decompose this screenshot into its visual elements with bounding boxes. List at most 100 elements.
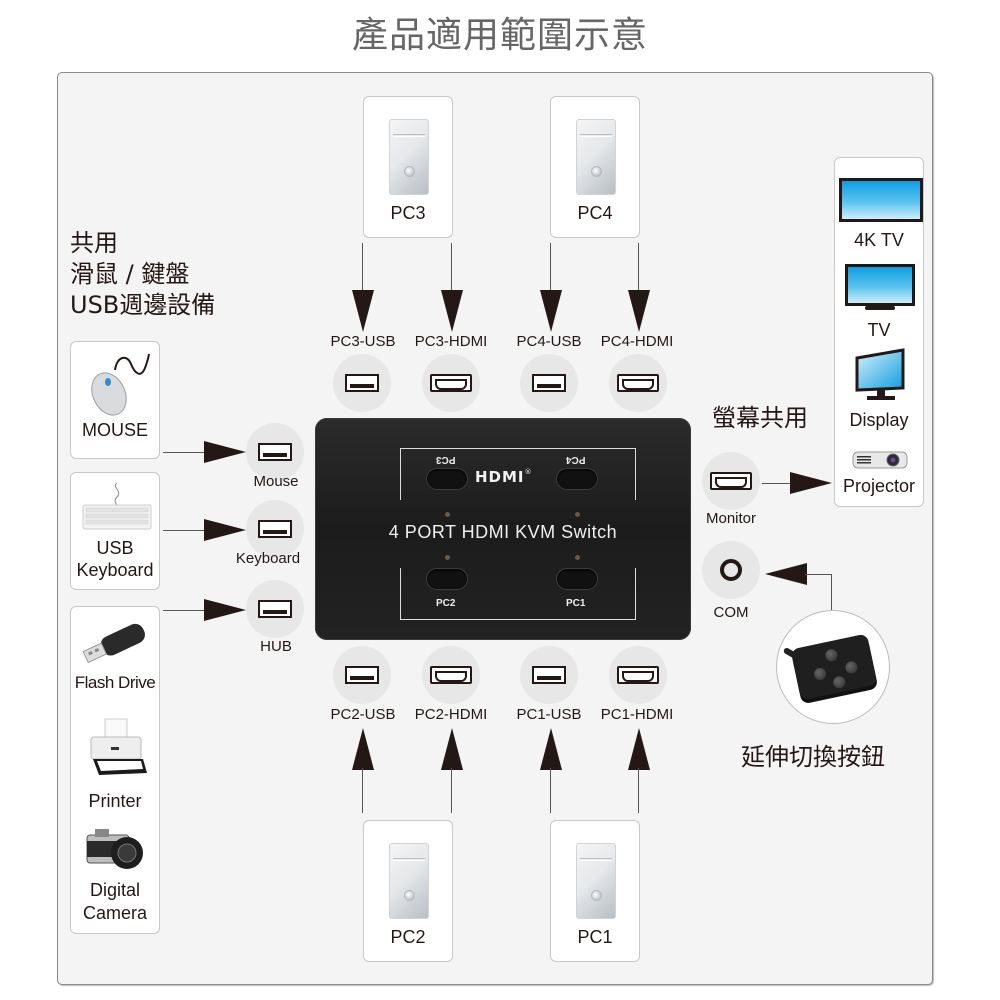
keypad-icon <box>790 633 878 701</box>
usb-port-icon <box>532 374 566 392</box>
arrow-down-icon <box>352 290 374 332</box>
kvm-button-pc3[interactable] <box>426 468 468 490</box>
tv-icon <box>845 264 915 306</box>
hdmi-port-icon <box>430 666 472 684</box>
displays-card: 4K TV TV Display Projector <box>834 157 924 507</box>
pc-tower-icon <box>576 843 616 919</box>
connector-line <box>638 243 639 293</box>
connector-line <box>805 574 832 575</box>
port-label-keyboard: Keyboard <box>235 550 301 567</box>
mouse-usb-port <box>246 423 304 481</box>
pc3-hdmi-port <box>422 354 480 412</box>
port-label-mouse: Mouse <box>253 473 299 490</box>
hub-usb-port <box>246 580 304 638</box>
kvm-button-pc2[interactable] <box>426 568 468 590</box>
kvm-label-pc3: PC3 <box>436 454 456 465</box>
keypad-key <box>824 648 839 663</box>
connector-line <box>362 243 363 293</box>
display-label-display: Display <box>849 410 909 430</box>
kvm-product-name: 4 PORT HDMI KVM Switch <box>388 522 618 542</box>
pc1-hdmi-port <box>609 646 667 704</box>
port-label-com: COM <box>713 604 749 621</box>
arrow-up-icon <box>441 728 463 770</box>
pc2-usb-port <box>333 646 391 704</box>
arrow-left-icon <box>765 563 807 585</box>
hdmi-port-icon <box>430 374 472 392</box>
mouse-icon <box>91 353 150 416</box>
pc3-card: PC3 <box>363 96 453 238</box>
led-indicator <box>445 512 450 517</box>
projector-icon <box>852 451 908 469</box>
pc1-label: PC1 <box>577 927 613 947</box>
camera-icon <box>86 829 143 869</box>
keyboard-label: USB Keyboard <box>71 537 159 581</box>
pc3-usb-port <box>333 354 391 412</box>
hdmi-port-icon <box>710 472 752 490</box>
pc1-card: PC1 <box>550 820 640 962</box>
page-title: 產品適用範圍示意 <box>351 15 648 56</box>
heading-line-3: USB週邊設備 <box>70 291 216 319</box>
port-label-monitor: Monitor <box>705 510 757 527</box>
display-label-tv: TV <box>867 320 891 340</box>
pc3-label: PC3 <box>390 203 426 223</box>
keyboard-label-line-1: USB <box>96 538 134 558</box>
arrow-right-icon <box>204 441 246 463</box>
arrow-down-icon <box>628 290 650 332</box>
hdmi-logo-text: HDMI <box>475 468 525 486</box>
kvm-button-pc4[interactable] <box>556 468 598 490</box>
connector-line <box>762 483 794 484</box>
connector-line <box>550 768 551 813</box>
flash-drive-icon <box>82 623 145 664</box>
port-label-pc4-usb: PC4-USB <box>516 333 582 350</box>
keyboard-label-line-2: Keyboard <box>76 560 154 580</box>
display-label-4k-tv: 4K TV <box>854 230 904 250</box>
pc4-card: PC4 <box>550 96 640 238</box>
remote-keypad-image <box>776 610 890 724</box>
pc2-hdmi-port <box>422 646 480 704</box>
kvm-switch: PC3 PC4 HDMI® 4 PORT HDMI KVM Switch PC2… <box>315 418 691 640</box>
port-label-pc4-hdmi: PC4-HDMI <box>600 333 674 350</box>
pc-tower-icon <box>389 119 429 195</box>
hdmi-port-icon <box>617 666 659 684</box>
pc-tower-icon <box>389 843 429 919</box>
arrow-right-icon <box>204 599 246 621</box>
heading-line-2: 滑鼠 / 鍵盤 <box>70 260 190 288</box>
usb-port-icon <box>345 666 379 684</box>
keyboard-usb-port <box>246 500 304 558</box>
arrow-down-icon <box>540 290 562 332</box>
port-label-pc1-usb: PC1-USB <box>516 706 582 723</box>
pc1-usb-port <box>520 646 578 704</box>
com-port <box>702 541 760 599</box>
usb-devices-card: Flash Drive Printer Digital Camera <box>70 606 160 934</box>
port-label-pc2-usb: PC2-USB <box>330 706 396 723</box>
port-label-hub: HUB <box>260 638 292 655</box>
usb-port-icon <box>258 443 292 461</box>
arrow-right-icon <box>204 519 246 541</box>
registered-mark: ® <box>524 468 533 476</box>
arrow-up-icon <box>628 728 650 770</box>
keyboard-icon <box>82 482 152 530</box>
connector-line <box>163 452 208 453</box>
monitor-hdmi-port <box>702 452 760 510</box>
kvm-button-pc1[interactable] <box>556 568 598 590</box>
mouse-label: MOUSE <box>81 420 148 440</box>
pc4-label: PC4 <box>577 203 613 223</box>
pc2-label: PC2 <box>390 927 426 947</box>
connector-line <box>550 243 551 293</box>
usb-port-icon <box>258 520 292 538</box>
connector-line <box>163 610 208 611</box>
arrow-up-icon <box>352 728 374 770</box>
keypad-key <box>813 666 828 682</box>
connector-line <box>451 768 452 813</box>
camera-label: Digital Camera <box>71 879 159 925</box>
connector-line <box>163 530 208 531</box>
tv-stand <box>865 306 895 310</box>
led-indicator <box>575 555 580 560</box>
port-label-pc3-usb: PC3-USB <box>330 333 396 350</box>
hdmi-port-icon <box>617 374 659 392</box>
led-indicator <box>445 555 450 560</box>
kvm-label-pc4: PC4 <box>566 454 586 465</box>
keypad-key <box>832 675 847 690</box>
kvm-frame-bottom <box>400 568 636 620</box>
port-label-pc3-hdmi: PC3-HDMI <box>414 333 488 350</box>
